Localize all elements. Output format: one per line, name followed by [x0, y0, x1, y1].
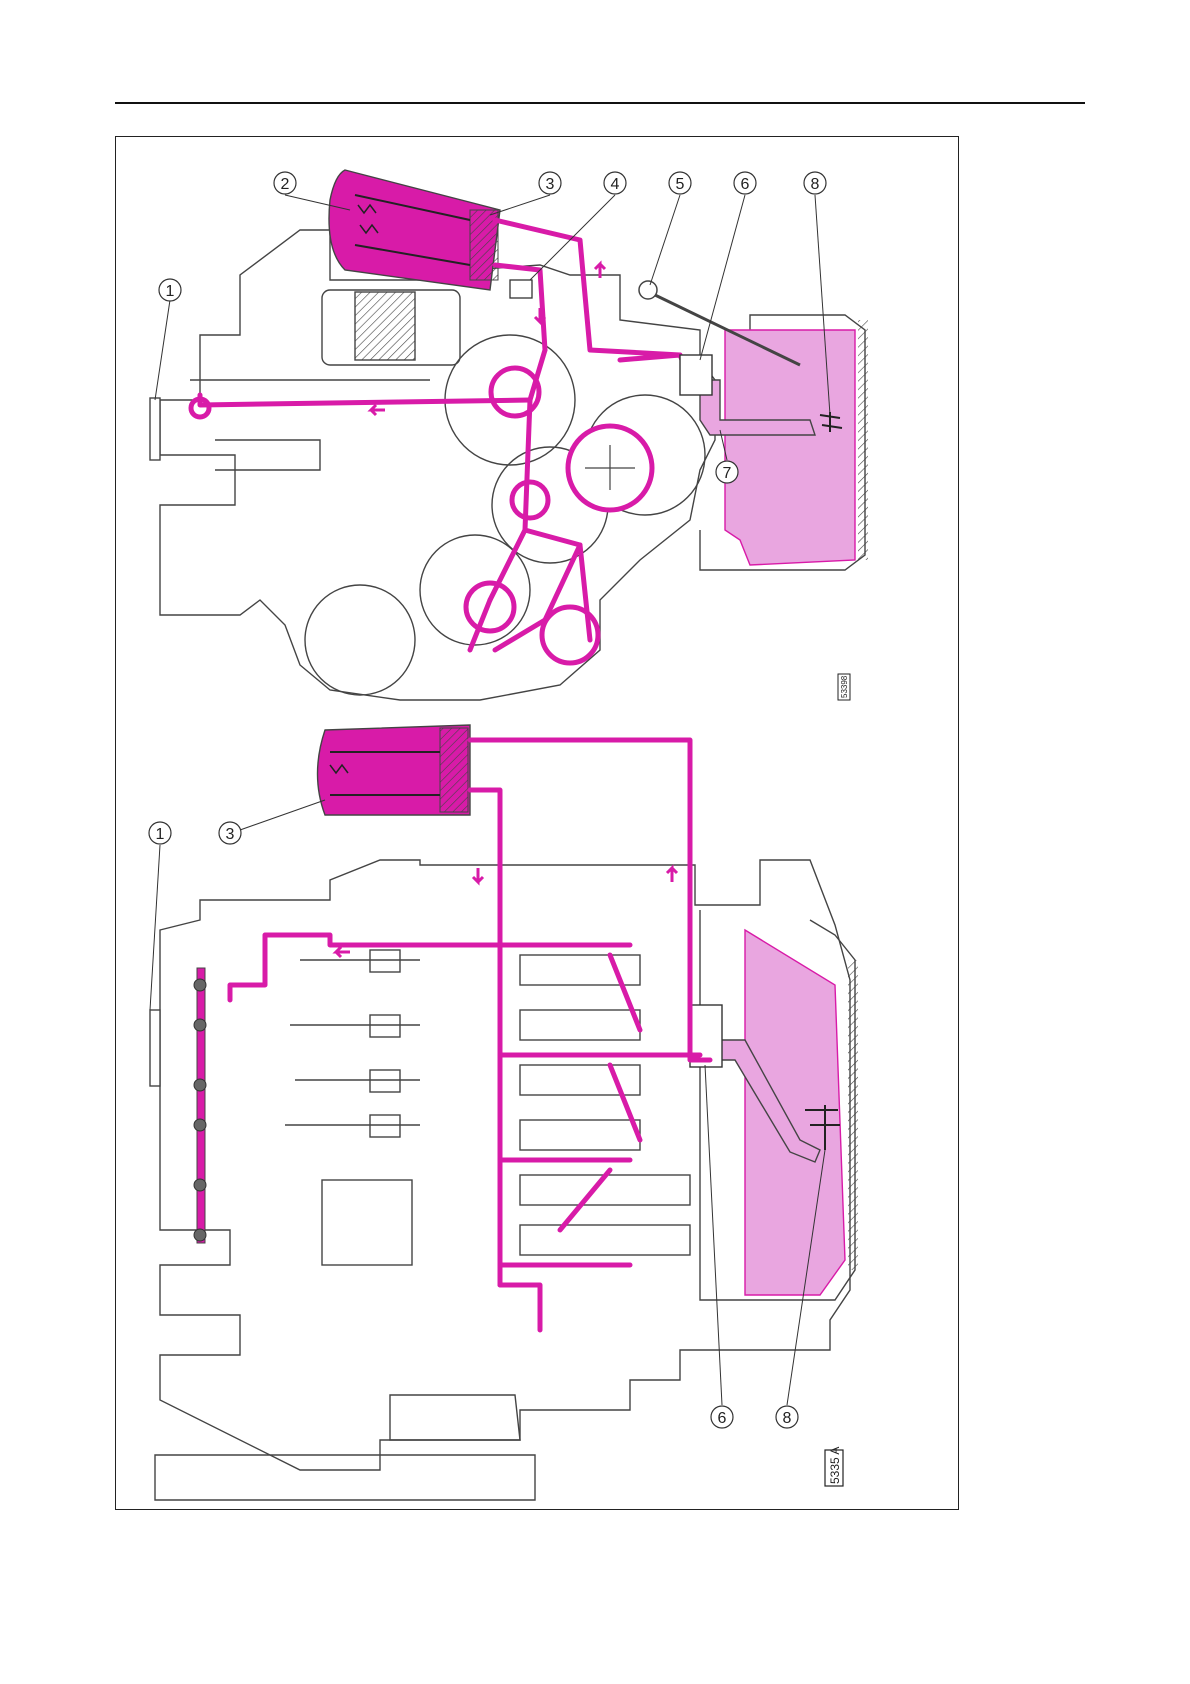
lower-callouts: 1 3 6 8 — [149, 800, 825, 1428]
svg-text:1: 1 — [156, 826, 165, 843]
svg-text:5: 5 — [676, 176, 685, 193]
lower-bellhousing — [390, 1395, 520, 1440]
callout-upper-1: 1 — [155, 279, 181, 400]
upper-flow-arrow-a — [595, 264, 605, 278]
upper-rocker-shaft — [190, 380, 430, 470]
lower-oil-galleries — [230, 740, 710, 1330]
lower-rocker-rail — [197, 968, 205, 1243]
svg-text:3: 3 — [226, 826, 235, 843]
lower-oil-filter — [318, 725, 471, 815]
lower-flow-arrow-c — [667, 868, 677, 882]
lower-crank-webs — [520, 955, 690, 1255]
svg-text:7: 7 — [723, 465, 732, 482]
upper-flow-arrow-c — [371, 405, 385, 415]
upper-sump-hatch — [858, 320, 868, 560]
upper-dipstick-ring — [639, 281, 657, 299]
upper-relief-valve — [510, 280, 532, 298]
lower-flow-arrow-b — [473, 868, 483, 882]
lower-flywheel — [155, 1455, 535, 1500]
lower-sump-oil — [745, 930, 845, 1295]
upper-gear-large — [305, 585, 415, 695]
lower-head — [150, 1010, 160, 1086]
svg-text:6: 6 — [741, 176, 750, 193]
lower-piston-block — [322, 1180, 412, 1265]
svg-text:1: 1 — [166, 283, 175, 300]
callout-upper-5: 5 — [650, 172, 691, 285]
upper-sump-oil — [725, 330, 855, 565]
lower-flow-arrow-a — [336, 947, 350, 957]
upper-piston-liner — [355, 292, 415, 360]
upper-bearings — [191, 368, 598, 663]
svg-text:6: 6 — [718, 1410, 727, 1427]
small-figure-number-label: 53398 — [838, 674, 850, 700]
callout-lower-6: 6 — [705, 1065, 733, 1428]
svg-text:53398: 53398 — [840, 675, 849, 698]
svg-text:5335 A: 5335 A — [828, 1447, 842, 1484]
upper-head-cover — [150, 398, 160, 460]
svg-text:8: 8 — [811, 176, 820, 193]
svg-text:8: 8 — [783, 1410, 792, 1427]
figure-number-label: 5335 A — [825, 1447, 843, 1486]
lower-sump-hatch — [848, 960, 858, 1270]
upper-oil-pump — [680, 355, 712, 395]
lower-valves — [285, 950, 420, 1137]
svg-text:4: 4 — [611, 176, 620, 193]
upper-oil-filter — [329, 170, 500, 290]
svg-text:3: 3 — [546, 176, 555, 193]
callout-upper-3: 3 — [490, 172, 561, 215]
callout-lower-3: 3 — [219, 800, 325, 844]
svg-text:2: 2 — [281, 176, 290, 193]
